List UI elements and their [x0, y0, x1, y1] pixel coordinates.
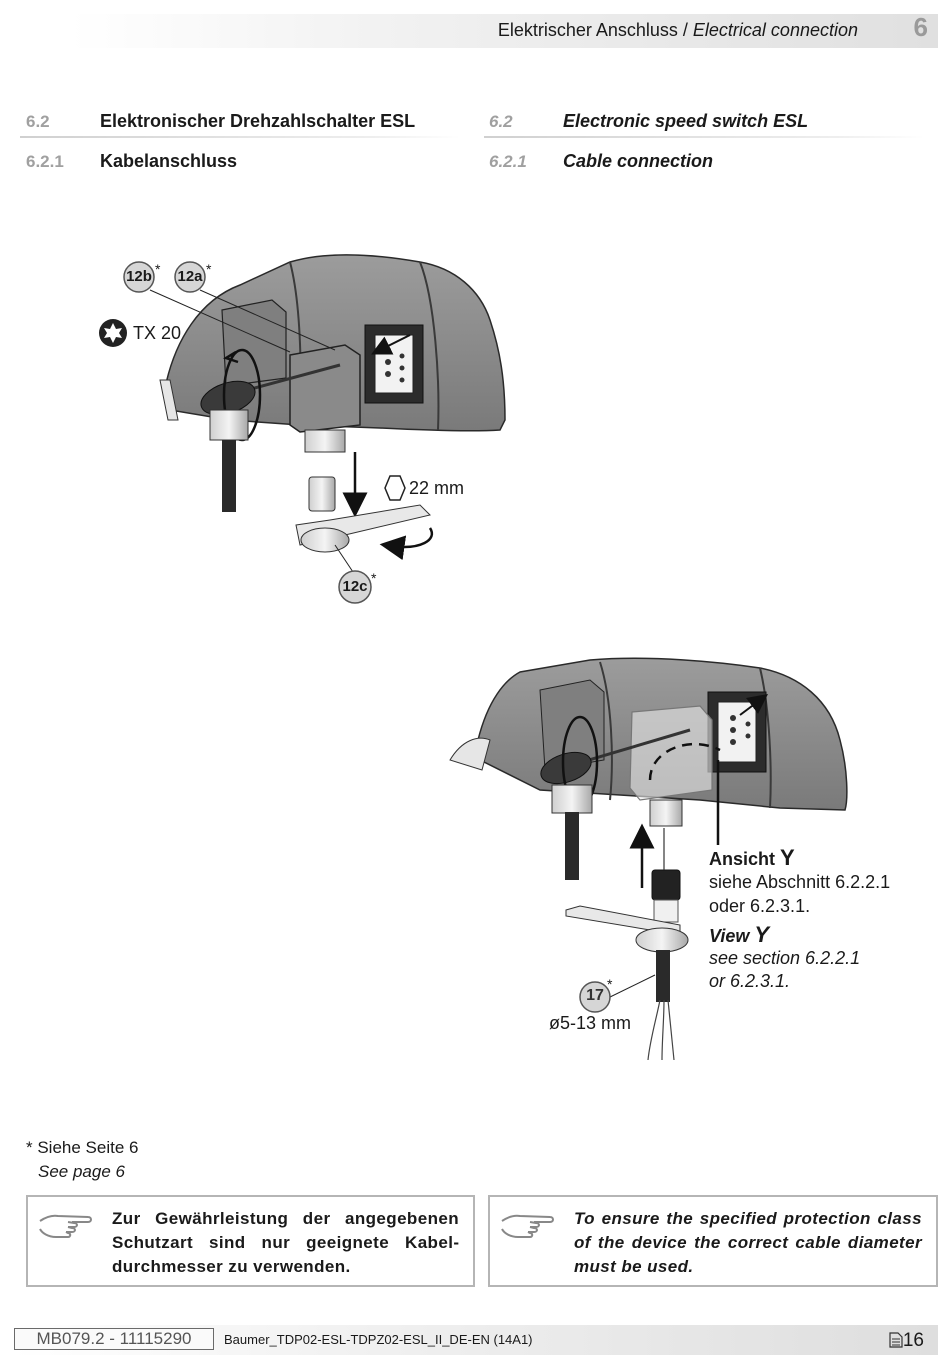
callout-12b-circle	[123, 261, 155, 293]
hex-wrench-icon	[384, 475, 406, 501]
subsection-number-en: 6.2.1	[489, 152, 527, 171]
screwdriver-shaft	[239, 363, 341, 394]
callout-12c-circle	[338, 570, 372, 604]
section-rule-de	[20, 136, 460, 138]
callout-17-circle	[579, 981, 611, 1013]
callout-12a-asterisk: *	[206, 261, 212, 277]
view-de-heading: Ansicht Y	[709, 845, 795, 871]
note-box-de: Zur Gewährleistung der angegebenen Schut…	[26, 1195, 475, 1287]
view-en-line2: or 6.2.3.1.	[709, 971, 791, 991]
view-en-label: View	[709, 926, 755, 946]
section-number-en: 6.2	[489, 112, 513, 131]
header-title-en: Electrical connection	[692, 20, 858, 40]
page-icon	[889, 1332, 903, 1348]
cable-left	[222, 440, 236, 512]
callout-12b: 12b	[126, 268, 152, 285]
chapter-number: 6	[913, 12, 928, 42]
header-separator: /	[677, 20, 693, 40]
section-rule-en	[484, 136, 924, 138]
callout-12a: 12a	[177, 268, 203, 285]
view-de-label: Ansicht	[709, 849, 781, 869]
callout-12b-asterisk: *	[155, 261, 161, 277]
pointing-hand-icon	[501, 1214, 554, 1238]
tool-label: TX 20	[133, 323, 182, 343]
callout-17: 17	[586, 987, 604, 1004]
view-en-line1: see section 6.2.2.1	[709, 948, 861, 968]
section-number-de: 6.2	[26, 112, 50, 131]
view-en-heading: View Y	[709, 922, 769, 948]
note-box-en: To ensure the specified protection class…	[488, 1195, 938, 1287]
view-de-line2: oder 6.2.3.1.	[709, 896, 811, 916]
note-text-de: Zur Gewährleistung der angegebenen Schut…	[112, 1209, 459, 1276]
subsection-title-en: Cable connection	[563, 151, 714, 171]
cable-diameter-label: ø5-13 mm	[549, 1013, 632, 1033]
view-de-letter: Y	[780, 845, 795, 870]
footnote-de: * Siehe Seite 6	[26, 1138, 139, 1157]
torx-icon	[99, 319, 127, 347]
document-id: MB079.2 - 11115290	[14, 1328, 214, 1350]
wrench-size-label: 22 mm	[409, 478, 465, 498]
pointing-hand-icon	[39, 1214, 92, 1238]
callout-12a-circle	[174, 261, 206, 293]
page-number: 16	[889, 1330, 924, 1352]
view-en-letter: Y	[754, 922, 770, 947]
footnote-en: See page 6	[38, 1162, 125, 1181]
page-number-value: 16	[902, 1330, 924, 1351]
callout-12c: 12c	[342, 578, 368, 595]
view-de-line1: siehe Abschnitt 6.2.2.1	[709, 872, 891, 892]
header-title: Elektrischer Anschluss / Electrical conn…	[498, 20, 858, 41]
section-title-de: Elektronischer Drehzahlschalter ESL	[100, 111, 416, 131]
subsection-title-de: Kabelanschluss	[100, 151, 238, 171]
callout-17-asterisk: *	[607, 976, 613, 992]
figure-cable-installation	[449, 657, 848, 1061]
subsection-number-de: 6.2.1	[26, 152, 64, 171]
document-filename: Baumer_TDP02-ESL-TDPZ02-ESL_II_DE-EN (14…	[224, 1332, 533, 1347]
header-bar	[70, 14, 938, 48]
callout-12c-asterisk: *	[371, 570, 377, 586]
terminal-box	[289, 344, 361, 433]
note-text-en: To ensure the specified protection class…	[574, 1209, 922, 1276]
header-title-de: Elektrischer Anschluss	[497, 20, 678, 40]
section-title-en: Electronic speed switch ESL	[563, 111, 809, 131]
